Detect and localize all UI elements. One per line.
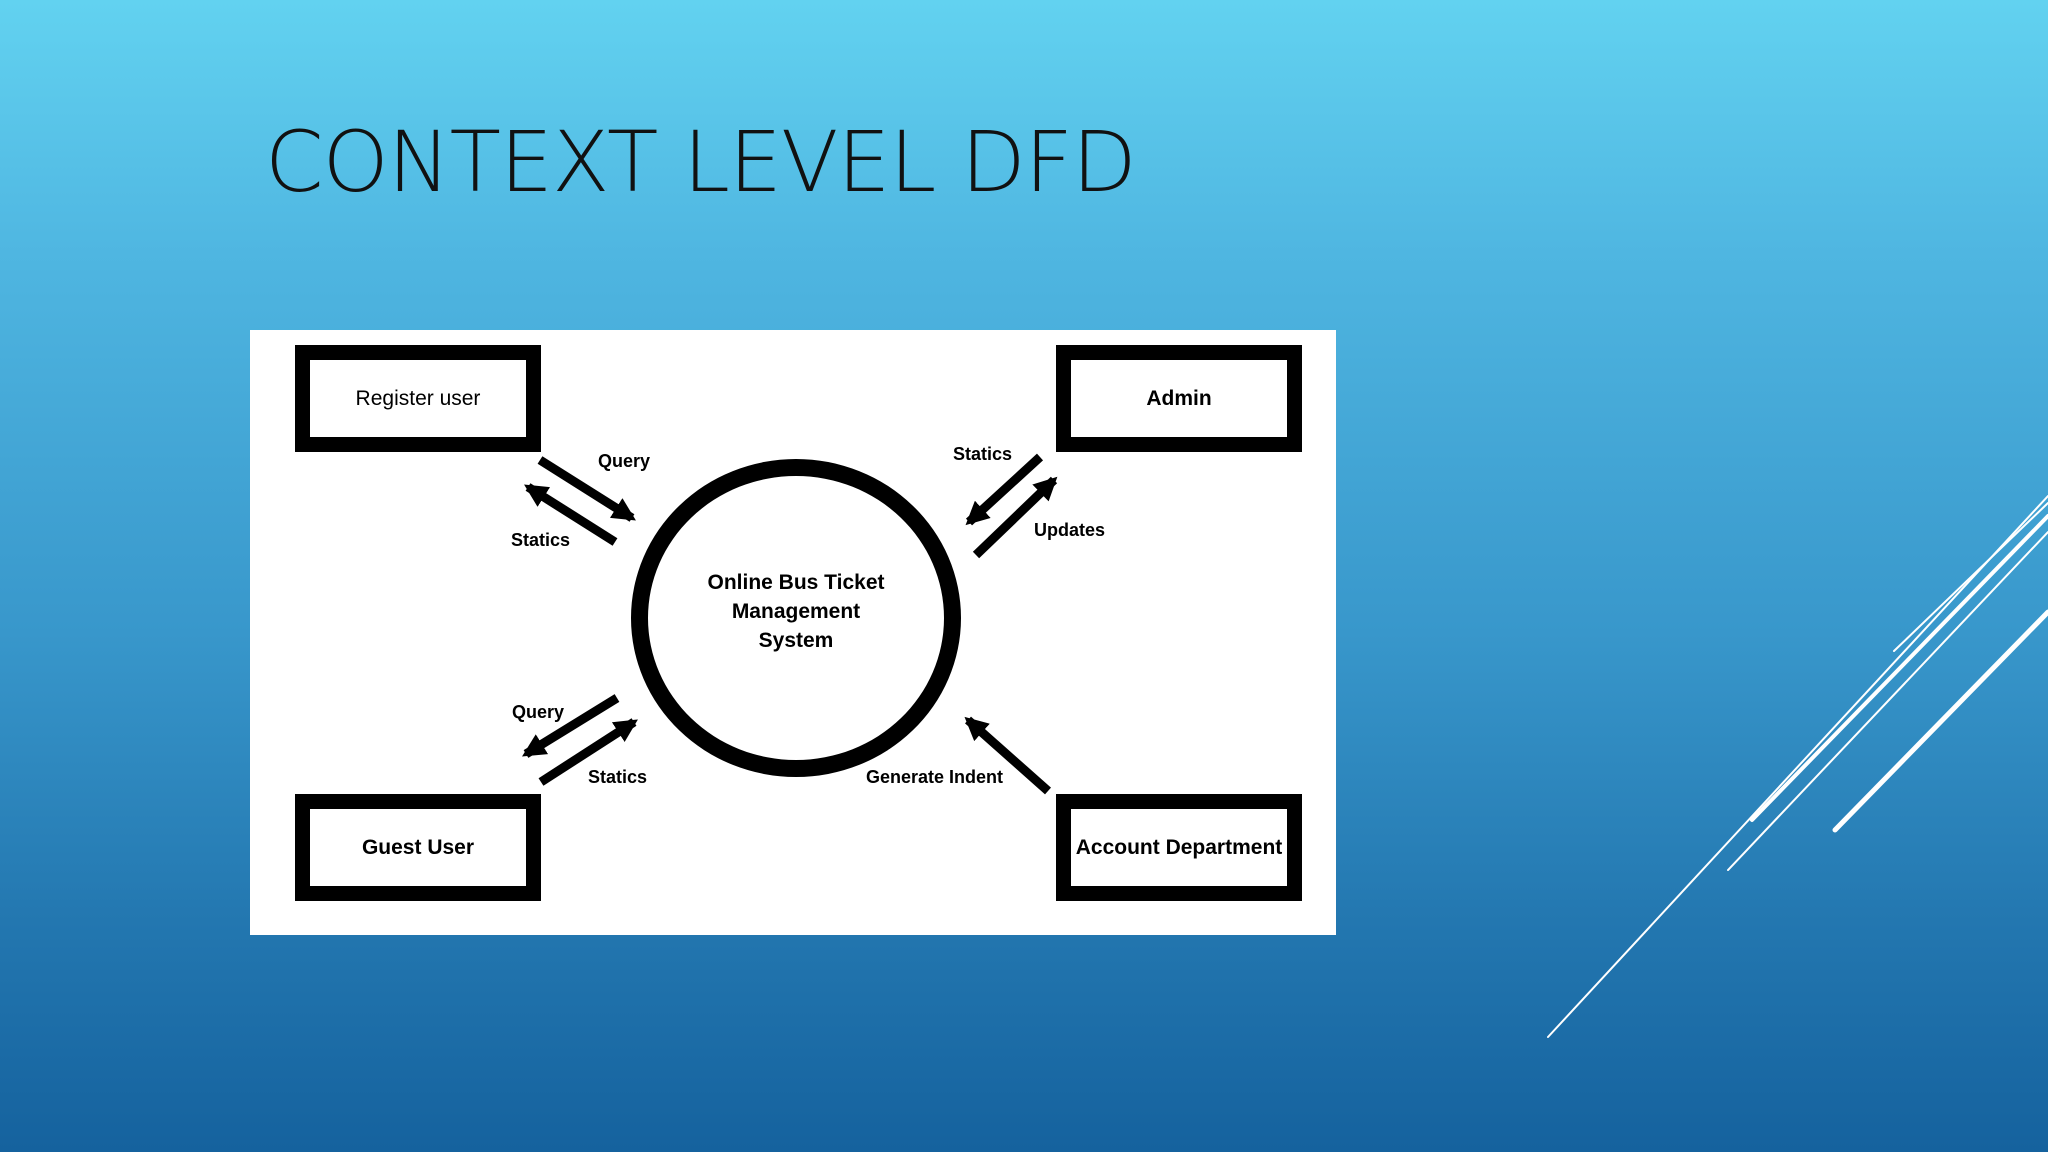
entity-register-user: Register user xyxy=(295,345,541,452)
flow-arrows xyxy=(522,453,1058,795)
entity-admin: Admin xyxy=(1056,345,1302,452)
arrow-register-query xyxy=(537,456,636,522)
flow-label-register-statics: Statics xyxy=(511,530,571,550)
flow-label-register-query: Query xyxy=(598,451,651,471)
entity-label: Register user xyxy=(355,386,481,410)
flow-label-guest-query: Query xyxy=(512,702,565,722)
flow-label-account-generate-indent: Generate Indent xyxy=(866,767,1004,787)
entity-guest-user: Guest User xyxy=(295,794,541,901)
arrow-admin-updates xyxy=(972,476,1058,559)
entity-label: Guest User xyxy=(361,835,475,859)
arrow-account-generate-indent xyxy=(964,716,1051,795)
arrow-guest-query xyxy=(522,694,620,758)
flow-label-admin-statics: Statics xyxy=(953,444,1013,464)
arrow-admin-statics xyxy=(965,453,1044,526)
entity-label: Account Department xyxy=(1075,835,1283,859)
process-circle: Online Bus Ticket Management System xyxy=(631,459,961,777)
arrow-register-statics xyxy=(524,483,618,546)
dfd-diagram: Register user Admin Guest User Account D… xyxy=(250,330,1336,935)
process-label: Online Bus Ticket Management System xyxy=(707,570,885,652)
flow-label-guest-statics: Statics xyxy=(588,767,648,787)
arrow-guest-statics xyxy=(538,718,638,786)
flow-label-admin-updates: Updates xyxy=(1034,520,1106,540)
entity-account-department: Account Department xyxy=(1056,794,1302,901)
entity-label: Admin xyxy=(1146,386,1212,410)
slide-title: CONTEXT LEVEL DFD xyxy=(265,113,1137,211)
